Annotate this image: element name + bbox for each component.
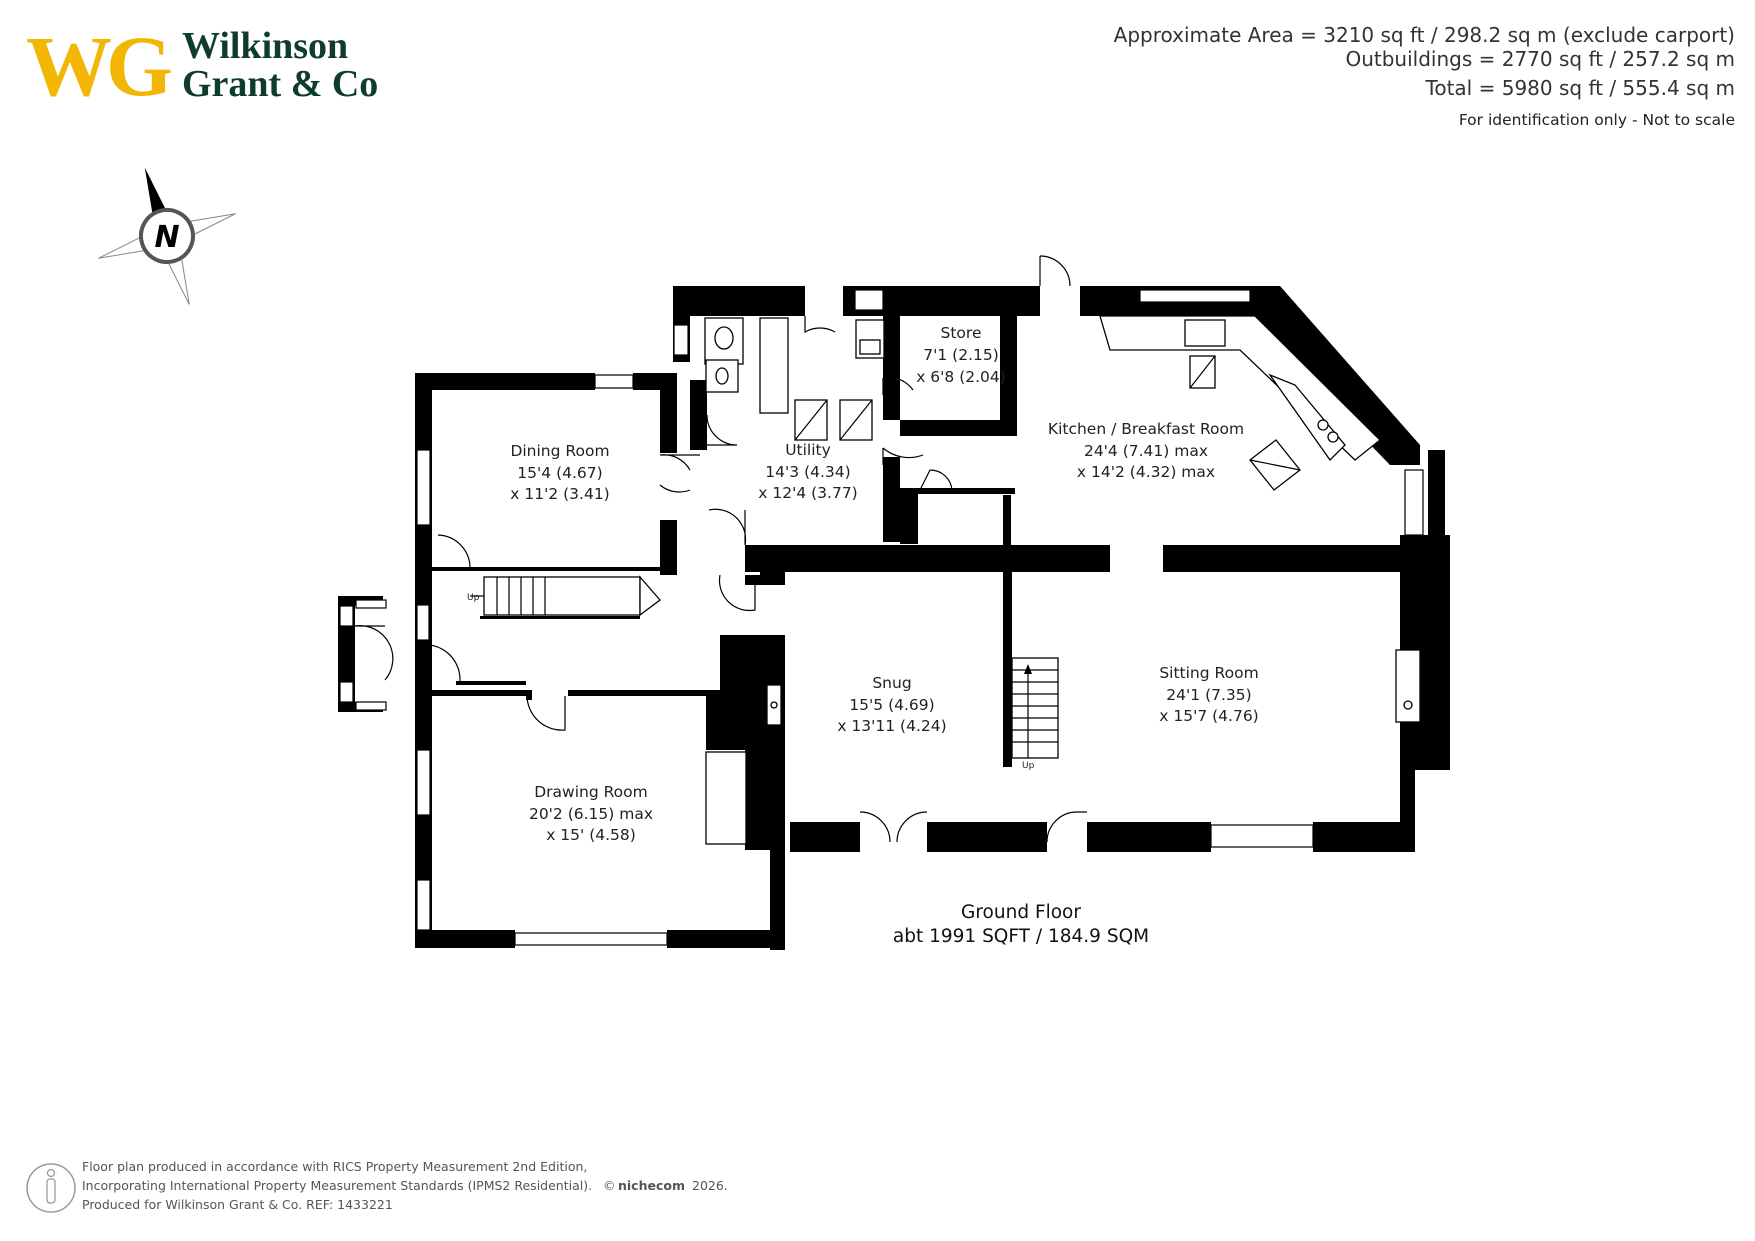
utility-dim2: x 12'4 (3.77)	[758, 484, 857, 502]
stairs-sitting	[1011, 657, 1059, 759]
floor-label: Ground Floor abt 1991 SQFT / 184.9 SQM	[893, 902, 1149, 947]
outbuildings-area-text: Outbuildings = 2770 sq ft / 257.2 sq m	[1345, 47, 1735, 71]
stairs-rear-up-label: Up	[467, 593, 480, 603]
stairs-sitting-up-label: Up	[1022, 761, 1035, 771]
compass-n-label: N	[154, 220, 179, 255]
approx-area-text: Approximate Area = 3210 sq ft / 298.2 sq…	[1114, 23, 1735, 47]
footer-line3: Produced for Wilkinson Grant & Co. REF: …	[82, 1197, 393, 1212]
footer: Floor plan produced in accordance with R…	[26, 1159, 728, 1213]
person-icon	[26, 1163, 76, 1213]
snug-dim2: x 13'11 (4.24)	[837, 717, 946, 735]
footer-producer: nichecom	[618, 1178, 685, 1193]
doors	[354, 255, 1087, 843]
utility-name: Utility	[785, 441, 831, 459]
logo-name-line1: Wilkinson	[182, 25, 348, 67]
kitchen-dim2: x 14'2 (4.32) max	[1077, 463, 1215, 481]
kitchen-name: Kitchen / Breakfast Room	[1048, 420, 1244, 438]
brand-logo: WG Wilkinson Grant & Co	[26, 18, 378, 114]
store-dim1: 7'1 (2.15)	[923, 346, 999, 364]
footer-line2: Incorporating International Property Mea…	[82, 1178, 592, 1193]
footer-year: 2026.	[692, 1178, 728, 1193]
utility-dim1: 14'3 (4.34)	[765, 463, 850, 481]
room-label-utility: Utility 14'3 (4.34) x 12'4 (3.77)	[758, 441, 857, 502]
drawing-dim2: x 15' (4.58)	[546, 826, 636, 844]
kitchen-dim1: 24'4 (7.41) max	[1084, 442, 1208, 460]
floor-area: abt 1991 SQFT / 184.9 SQM	[893, 926, 1149, 947]
drawing-dim1: 20'2 (6.15) max	[529, 805, 653, 823]
area-summary: Approximate Area = 3210 sq ft / 298.2 sq…	[1114, 23, 1735, 129]
total-area-text: Total = 5980 sq ft / 555.4 sq m	[1425, 76, 1735, 100]
footer-line1: Floor plan produced in accordance with R…	[82, 1159, 587, 1174]
room-label-dining: Dining Room 15'4 (4.67) x 11'2 (3.41)	[510, 442, 609, 503]
snug-name: Snug	[872, 674, 911, 692]
sitting-dim1: 24'1 (7.35)	[1166, 686, 1251, 704]
room-label-store: Store 7'1 (2.15) x 6'8 (2.04)	[916, 324, 1006, 386]
stairs-rear	[470, 575, 661, 617]
dining-dim2: x 11'2 (3.41)	[510, 485, 609, 503]
room-label-snug: Snug 15'5 (4.69) x 13'11 (4.24)	[837, 674, 946, 735]
sitting-dim2: x 15'7 (4.76)	[1159, 707, 1258, 725]
disclaimer-text: For identification only - Not to scale	[1459, 111, 1735, 129]
compass-rose-icon: N	[98, 167, 236, 305]
room-label-sitting: Sitting Room 24'1 (7.35) x 15'7 (4.76)	[1159, 664, 1258, 725]
dining-dim1: 15'4 (4.67)	[517, 464, 602, 482]
snug-dim1: 15'5 (4.69)	[849, 696, 934, 714]
logo-name-line2: Grant & Co	[182, 63, 378, 105]
dining-name: Dining Room	[510, 442, 609, 460]
logo-mark: WG	[26, 18, 171, 114]
fixtures: Up Up	[467, 315, 1421, 845]
room-label-drawing: Drawing Room 20'2 (6.15) max x 15' (4.58…	[529, 783, 653, 844]
floor-name: Ground Floor	[961, 902, 1081, 923]
store-name: Store	[941, 324, 982, 342]
sitting-name: Sitting Room	[1159, 664, 1258, 682]
room-label-kitchen: Kitchen / Breakfast Room 24'4 (7.41) max…	[1048, 420, 1244, 481]
drawing-name: Drawing Room	[534, 783, 648, 801]
windows	[339, 289, 1424, 946]
store-dim2: x 6'8 (2.04)	[916, 368, 1006, 386]
footer-copyright: ©	[603, 1178, 616, 1193]
